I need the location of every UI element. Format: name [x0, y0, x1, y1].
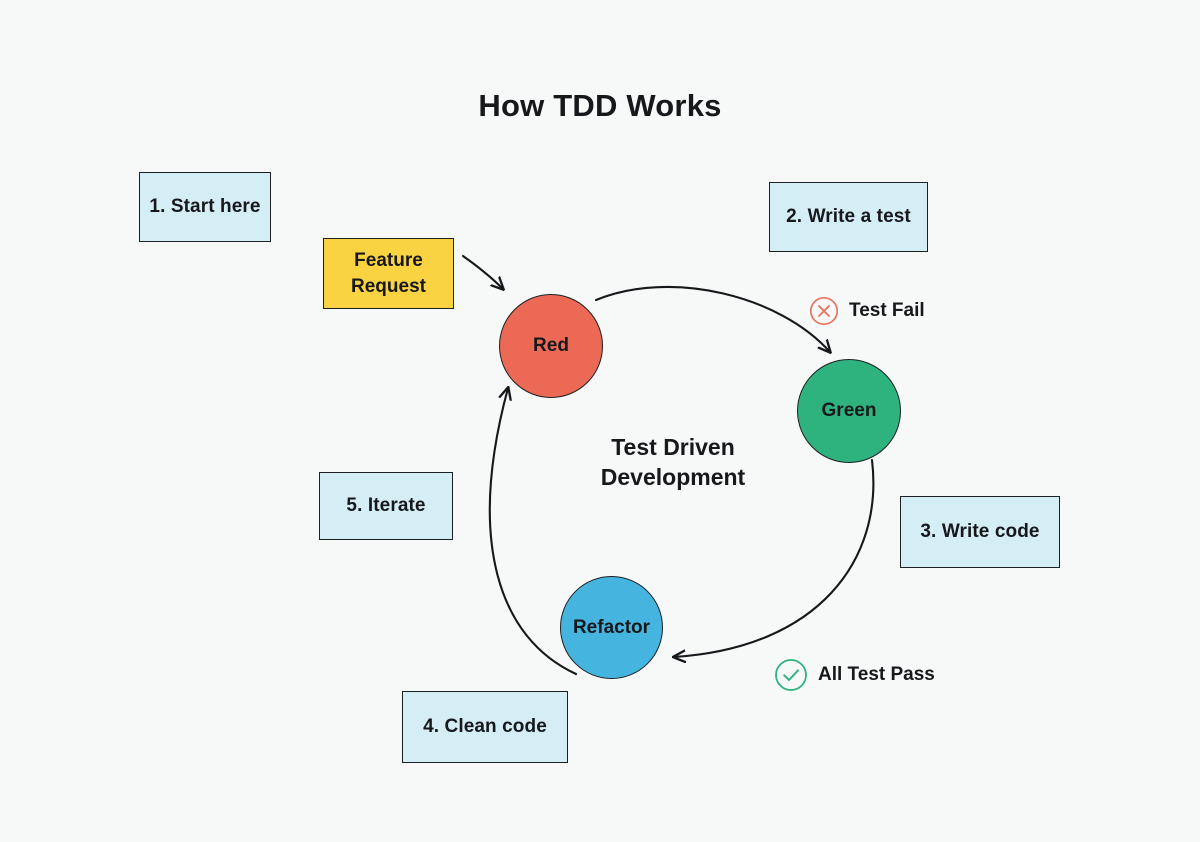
node-red[interactable]: Red	[499, 294, 603, 398]
center-label-line2: Development	[600, 464, 746, 491]
step-box-5-iterate[interactable]: 5. Iterate	[319, 472, 453, 540]
status-test-fail: Test Fail	[808, 295, 925, 327]
feature-request-line2: Request	[351, 275, 426, 297]
center-label-line1: Test Driven	[611, 434, 735, 460]
circle-x-icon	[809, 296, 839, 326]
circle-check-icon	[775, 659, 807, 691]
status-test-fail-label: Test Fail	[849, 300, 925, 321]
step-box-1-start-here[interactable]: 1. Start here	[139, 172, 271, 242]
arrow-red-to-green	[594, 285, 830, 352]
node-refactor[interactable]: Refactor	[560, 576, 663, 679]
feature-request-box[interactable]: Feature Request	[323, 238, 454, 309]
step-box-4-clean-code[interactable]: 4. Clean code	[402, 691, 568, 763]
center-label: Test Driven Development	[533, 432, 813, 493]
status-all-test-pass-label: All Test Pass	[818, 664, 935, 685]
step-box-2-write-a-test[interactable]: 2. Write a test	[769, 182, 928, 252]
node-green[interactable]: Green	[797, 359, 901, 463]
arrow-feature-request-to-red	[461, 254, 503, 289]
status-all-test-pass: All Test Pass	[773, 657, 935, 693]
page-title: How TDD Works	[478, 88, 722, 123]
step-box-3-write-code[interactable]: 3. Write code	[900, 496, 1060, 568]
feature-request-line1: Feature	[354, 249, 423, 271]
